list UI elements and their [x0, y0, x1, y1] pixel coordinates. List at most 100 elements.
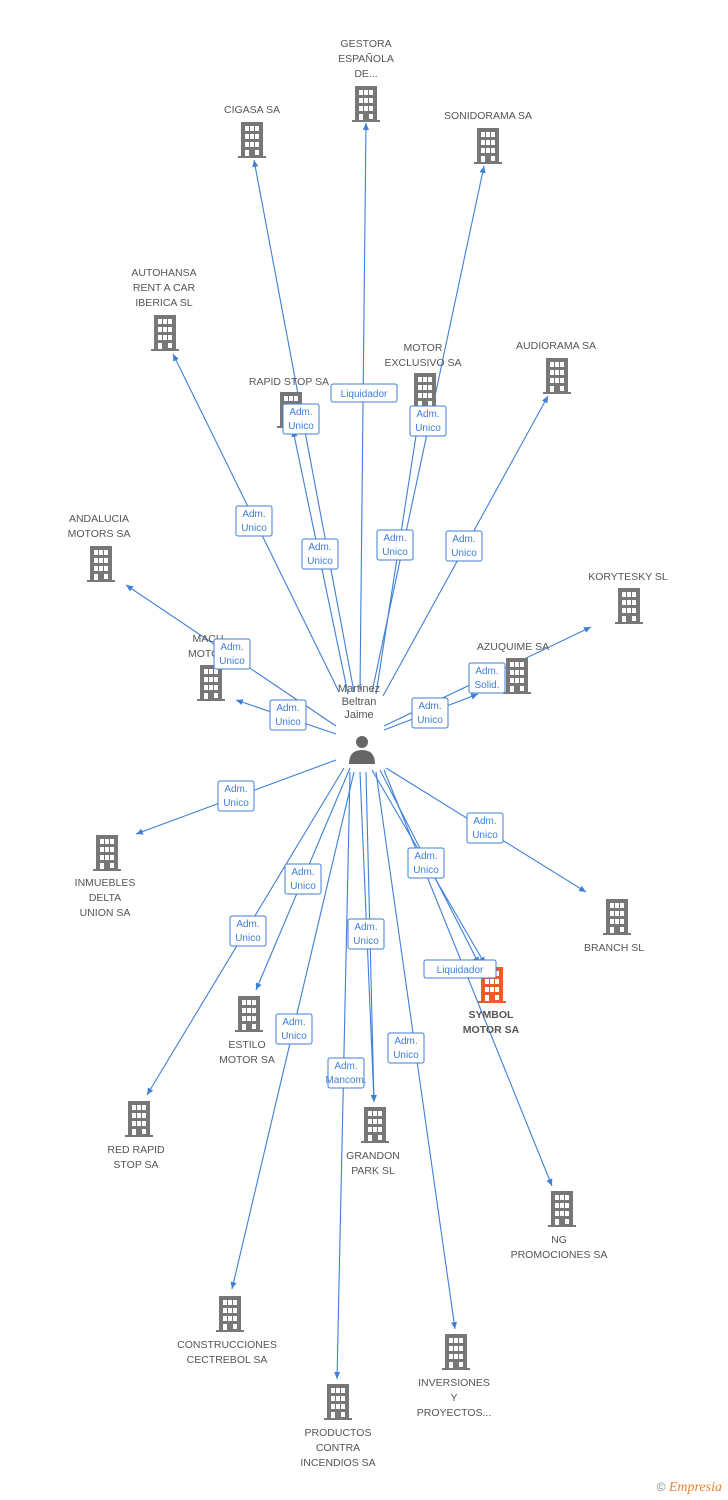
- relation-text: Unico: [290, 881, 316, 892]
- relation-text: Adm.: [291, 867, 314, 878]
- company-node-productos[interactable]: PRODUCTOS CONTRA INCENDIOS SA: [300, 1384, 376, 1469]
- footer-brand: © Empresia: [657, 1480, 722, 1496]
- person-name: Beltran: [342, 696, 377, 708]
- relation-label[interactable]: Adm. Unico: [411, 697, 449, 729]
- relation-text: Unico: [382, 547, 408, 558]
- relation-text: Adm.: [289, 407, 312, 418]
- relation-box: [423, 959, 497, 979]
- company-label: AUDIORAMA SA: [516, 340, 596, 352]
- company-label: KORYTESKY SL: [588, 571, 668, 583]
- company-label: MOTOR SA: [463, 1024, 520, 1036]
- relation-text: Unico: [417, 715, 443, 726]
- company-label: RAPID STOP SA: [249, 376, 329, 388]
- relation-label[interactable]: Adm. Unico: [269, 699, 307, 731]
- person-name: Martinez: [338, 683, 380, 695]
- company-node-cigasa[interactable]: CIGASA SA: [224, 104, 280, 158]
- building-icon: [474, 128, 502, 164]
- relation-label[interactable]: Adm.Unico: [466, 812, 504, 844]
- company-label: UNION SA: [80, 907, 131, 919]
- relation-box: [387, 1032, 425, 1064]
- relation-text: Unico: [415, 423, 441, 434]
- relation-text: Unico: [413, 865, 439, 876]
- relation-label[interactable]: Adm.Unico: [213, 638, 251, 670]
- relation-text: Adm.: [276, 703, 299, 714]
- company-label: NG: [551, 1234, 567, 1246]
- building-icon: [235, 996, 263, 1032]
- company-label: INVERSIONES: [418, 1377, 490, 1389]
- relation-box: [330, 383, 398, 403]
- company-node-gestora[interactable]: GESTORAESPAÑOLADE...: [338, 38, 394, 122]
- building-icon: [216, 1296, 244, 1332]
- relation-text: Adm.: [224, 784, 247, 795]
- company-label: CIGASA SA: [224, 104, 280, 116]
- relation-label[interactable]: Adm.Unico: [301, 538, 339, 570]
- company-node-azuquime[interactable]: AZUQUIME SA: [477, 641, 549, 694]
- company-label: CECTREBOL SA: [187, 1354, 268, 1366]
- relation-label[interactable]: Adm.Unico: [445, 530, 483, 562]
- company-label: RED RAPID: [107, 1144, 165, 1156]
- relation-label[interactable]: Adm. Unico: [284, 863, 322, 895]
- relation-label[interactable]: Adm. Unico: [235, 505, 273, 537]
- company-node-audiorama[interactable]: AUDIORAMA SA: [516, 340, 596, 394]
- relation-box: [445, 530, 483, 562]
- relation-label[interactable]: Adm.Unico: [347, 918, 385, 950]
- company-label: RENT A CAR: [133, 282, 196, 294]
- relation-label[interactable]: Liquidador: [423, 959, 497, 979]
- relation-text: Unico: [275, 717, 301, 728]
- company-label: PRODUCTOS: [305, 1427, 372, 1439]
- relation-box: [284, 863, 322, 895]
- relation-box: [347, 918, 385, 950]
- relation-label[interactable]: Adm. Unico: [217, 780, 255, 812]
- relation-box: [327, 1057, 365, 1089]
- relation-text: Adm.: [220, 642, 243, 653]
- company-label: CONTRA: [316, 1442, 360, 1454]
- relation-label[interactable]: Adm.Unico: [275, 1013, 313, 1045]
- relation-text: Unico: [472, 830, 498, 841]
- relation-text: Adm.: [418, 701, 441, 712]
- relation-text: Unico: [223, 798, 249, 809]
- building-icon: [352, 86, 380, 122]
- building-icon: [603, 899, 631, 935]
- relation-label[interactable]: Adm.Unico: [229, 915, 267, 947]
- person-name: Jaime: [344, 709, 373, 721]
- relation-label[interactable]: Adm. Unico: [407, 847, 445, 879]
- relation-text: Adm.: [414, 851, 437, 862]
- relation-label[interactable]: Liquidador: [330, 383, 398, 403]
- company-node-korytesky[interactable]: KORYTESKY SL: [588, 571, 668, 624]
- company-node-sonidorama[interactable]: SONIDORAMA SA: [444, 110, 532, 164]
- edge-to-gestora: [359, 122, 370, 691]
- relation-box: [301, 538, 339, 570]
- company-label: GRANDON: [346, 1150, 400, 1162]
- relation-label[interactable]: Adm.Mancom.: [325, 1057, 367, 1089]
- relation-label[interactable]: Adm.Unico: [376, 529, 414, 561]
- company-node-rapidstop[interactable]: RAPID STOP SA: [249, 376, 329, 428]
- relation-text: Unico: [241, 523, 267, 534]
- company-node-branch[interactable]: BRANCH SL: [584, 899, 644, 954]
- relation-text: Adm.: [394, 1036, 417, 1047]
- relation-text: Adm.: [242, 509, 265, 520]
- relation-box: [213, 638, 251, 670]
- building-icon: [442, 1334, 470, 1370]
- relation-label[interactable]: Adm.Unico: [282, 403, 320, 435]
- company-label: INMUEBLES: [75, 877, 136, 889]
- building-icon: [411, 373, 439, 409]
- relation-label[interactable]: Adm.Unico: [387, 1032, 425, 1064]
- relation-label[interactable]: Adm.Solid.: [468, 662, 506, 694]
- relation-text: Unico: [451, 548, 477, 559]
- relation-box: [217, 780, 255, 812]
- company-node-inversiones[interactable]: INVERSIONESYPROYECTOS...: [417, 1334, 492, 1419]
- company-label: INCENDIOS SA: [300, 1457, 375, 1469]
- relation-label[interactable]: Adm.Unico: [409, 405, 447, 437]
